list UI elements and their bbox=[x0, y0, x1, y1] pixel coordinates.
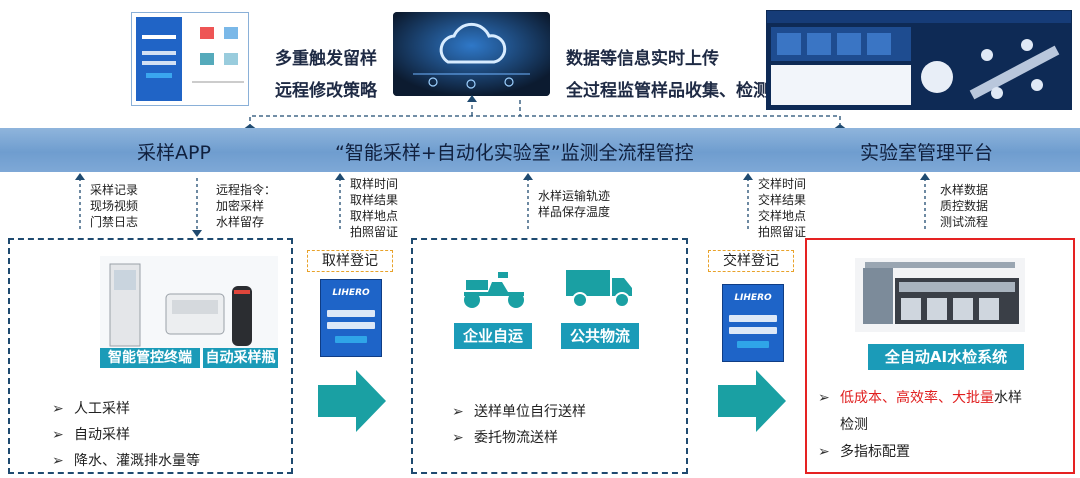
tag-smart-terminal: 智能管控终端 bbox=[100, 348, 200, 368]
lab-system-box bbox=[805, 238, 1075, 474]
lab-machine-icon bbox=[863, 262, 1019, 324]
box1-bullet-3: ➢降水、灌溉排水量等 bbox=[52, 453, 200, 469]
lab-machine-image bbox=[855, 258, 1025, 332]
note-sampling-records: 采样记录 现场视频 门禁日志 bbox=[90, 183, 139, 229]
process-banner bbox=[0, 128, 1080, 172]
pickup-register-label: 取样登记 bbox=[307, 250, 393, 272]
scooter-icon bbox=[464, 272, 524, 308]
transport-box bbox=[411, 238, 688, 474]
big-right-arrow-icon bbox=[718, 370, 786, 432]
upload-connector bbox=[242, 95, 848, 130]
box2-bullet-1: ➢送样单位自行送样 bbox=[452, 404, 586, 420]
note-transport-info: 水样运输轨迹 样品保存温度 bbox=[538, 189, 611, 219]
cloud-diagram bbox=[393, 12, 550, 96]
sampling-devices-image bbox=[100, 256, 278, 350]
tag-public-logistics: 公共物流 bbox=[561, 323, 639, 349]
big-right-arrow-icon bbox=[318, 370, 386, 432]
pickup-phone-screen: LIHERO bbox=[320, 279, 382, 357]
box3-bullet-1: ➢低成本、高效率、大批量水样 bbox=[818, 390, 1022, 406]
box1-bullet-1: ➢人工采样 bbox=[52, 401, 130, 417]
sampling-box bbox=[8, 238, 293, 474]
note-handover-info: 交样时间 交样结果 交样地点 拍照留证 bbox=[758, 177, 807, 239]
top-left-line2: 远程修改策略 bbox=[275, 81, 377, 101]
note-lab-data: 水样数据 质控数据 测试流程 bbox=[940, 183, 989, 229]
box3-bullet-2: ➢多指标配置 bbox=[818, 444, 910, 460]
banner-left-title: 采样APP bbox=[137, 142, 211, 164]
platform-screenshot bbox=[766, 10, 1072, 110]
handover-register-label: 交样登记 bbox=[708, 250, 794, 272]
top-right-line1: 数据等信息实时上传 bbox=[566, 49, 719, 69]
top-left-line1: 多重触发留样 bbox=[275, 49, 377, 69]
handover-phone-screen: LIHERO bbox=[722, 284, 784, 362]
tag-auto-sampler: 自动采样瓶 bbox=[203, 348, 278, 368]
banner-right-title: 实验室管理平台 bbox=[860, 142, 994, 164]
app-screenshot bbox=[131, 12, 249, 106]
note-pickup-info: 取样时间 取样结果 取样地点 拍照留证 bbox=[350, 177, 399, 239]
box1-bullet-2: ➢自动采样 bbox=[52, 427, 130, 443]
cloud-icon bbox=[393, 12, 550, 96]
tag-self-transport: 企业自运 bbox=[454, 323, 532, 349]
lab-system-title: 全自动AI水检系统 bbox=[868, 344, 1024, 370]
sampling-terminal-icon bbox=[109, 263, 252, 347]
note-remote-commands: 远程指令： 加密采样 水样留存 bbox=[216, 183, 277, 229]
box3-bullet-1-cont: 检测 bbox=[840, 417, 868, 433]
banner-center-title: “智能采样+自动化实验室”监测全流程管控 bbox=[335, 142, 694, 164]
phone-logo: LIHERO bbox=[734, 293, 772, 303]
top-right-line2: 全过程监管样品收集、检测 bbox=[566, 81, 770, 101]
lab-layout-icon bbox=[921, 39, 1060, 100]
truck-icon bbox=[566, 270, 632, 308]
data-flow-arrows bbox=[75, 173, 930, 237]
phone-logo: LIHERO bbox=[332, 288, 370, 298]
box2-bullet-2: ➢委托物流送样 bbox=[452, 430, 558, 446]
